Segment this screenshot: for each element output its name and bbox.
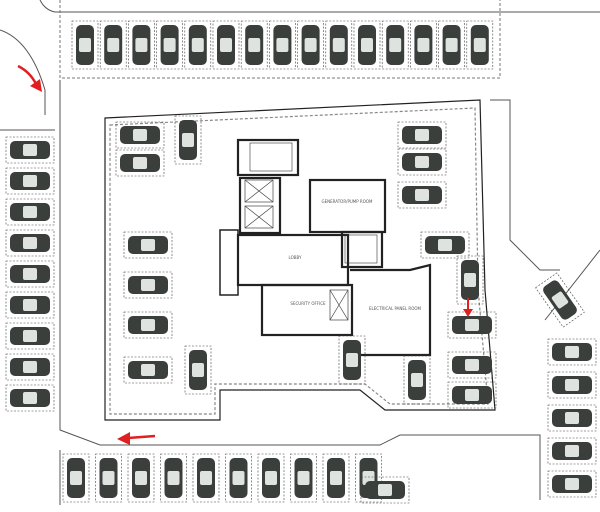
parking-bay-car [397,121,447,149]
parking-bay-car [322,453,350,503]
parking-bay-car [338,335,366,385]
parking-bay-car [71,20,99,70]
parking-bay-car [5,167,55,195]
parking-bay-car [410,20,437,70]
parking-bay-car [184,345,212,395]
parking-bay-car [397,148,447,176]
parking-bays [5,20,597,504]
parking-bay-car [447,351,497,379]
parking-bay-car [5,198,55,226]
direction-arrows [17,64,473,445]
parking-bay-car [360,476,410,504]
parking-bay-car [123,356,173,384]
parking-bay-car [127,453,155,503]
parking-bay-car [123,311,173,339]
parking-bay-car [535,272,585,328]
parking-bay-car [420,231,470,259]
parking-bay-car [5,136,55,164]
parking-bay-car [5,291,55,319]
parking-bay-car [381,20,409,70]
core [219,138,432,357]
parking-bay-car [99,20,127,70]
parking-bay-car [447,381,497,409]
parking-bay-car [547,404,597,432]
parking-bay-car [547,437,597,465]
parking-bay-car [225,453,252,503]
building-outline [104,99,496,421]
parking-bay-car [123,231,173,259]
lift-shafts [244,179,349,321]
parking-bay-car [5,322,55,350]
parking-bay-car [403,355,431,405]
parking-bay-car [257,453,285,503]
parking-bay-car [325,20,353,70]
room-label-security: SECURITY OFFICE [290,301,326,306]
stairs [249,142,378,264]
parking-bay-car [156,20,183,70]
parking-bay-car [447,311,497,339]
parking-bay-car [547,338,597,366]
parking-bay-car [5,353,55,381]
parking-bay-car [466,20,494,70]
parking-bay-car [240,20,268,70]
parking-bay-car [397,181,447,209]
room-label-generator: GENERATOR/PUMP ROOM [322,199,373,204]
parking-bay-car [184,20,212,70]
parking-bay-car [297,20,324,70]
parking-bay-car [5,229,55,257]
arrow-exit-icon [117,432,156,445]
parking-bay-car [115,121,165,149]
parking-bay-car [290,453,317,503]
parking-bay-car [123,271,173,299]
parking-bay-car [160,453,187,503]
parking-bay-car [438,20,465,70]
room-label-electrical: ELECTRICAL PANEL ROOM [369,306,421,311]
parking-bay-car [5,384,55,412]
parking-bay-car [192,453,220,503]
parking-bay-car [269,20,296,70]
parking-bay-car [353,20,381,70]
parking-bay-car [547,470,597,498]
arrow-entry-icon [17,64,42,92]
arrow-down-icon [463,298,473,317]
parking-bay-car [5,260,55,288]
parking-bay-car [128,20,155,70]
parking-bay-car [95,453,122,503]
parking-bay-car [456,255,484,305]
parking-bay-car [62,453,90,503]
parking-bay-car [174,115,202,165]
parking-bay-car [212,20,240,70]
parking-bay-car [115,149,165,177]
room-label-lobby: LOBBY [289,255,303,260]
parking-bay-car [547,371,597,399]
